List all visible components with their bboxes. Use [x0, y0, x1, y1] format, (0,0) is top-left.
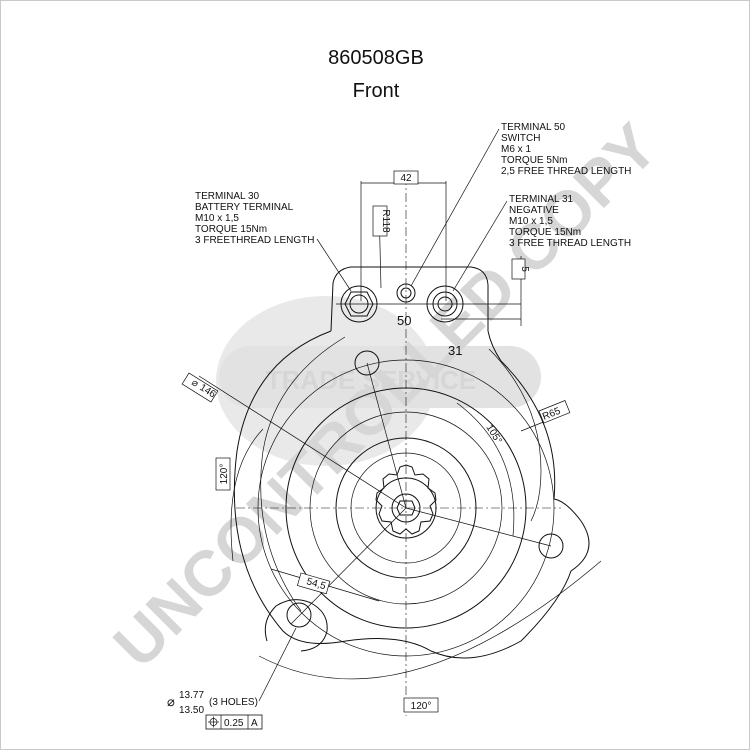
hole-min: 13.50: [179, 705, 204, 716]
t50-line-3: M6 x 1: [501, 144, 531, 155]
t50-line-5: 2,5 FREE THREAD LENGTH: [501, 166, 631, 177]
housing-inner-left: [260, 336, 346, 612]
centre-lines: [198, 176, 561, 716]
housing-inner-right: [488, 348, 542, 522]
dim-105-text: 105°: [483, 423, 503, 446]
dim-diameter-146: ⌀ 146: [181, 372, 219, 403]
t50-line-1: TERMINAL 50: [501, 122, 566, 133]
tolerance-datum: A: [251, 718, 258, 729]
view-name: Front: [353, 80, 400, 102]
dim-r65: R65: [520, 400, 571, 432]
t30-line-4: TORQUE 15Nm: [195, 224, 267, 235]
housing-outline: [233, 330, 590, 659]
hole-callout: ⌀ 13.77 13.50 (3 HOLES) 0.25 A: [167, 627, 297, 730]
dim-120-left: 120°: [215, 428, 264, 562]
watermark-band: [219, 346, 541, 408]
t31-line-2: NEGATIVE: [509, 205, 559, 216]
hole-count: (3 HOLES): [209, 697, 258, 708]
callout-terminal-31: TERMINAL 31 NEGATIVE M10 x 1,5 TORQUE 15…: [452, 194, 631, 292]
dim-54-5-text: 54,5: [305, 576, 327, 592]
starter-body: [233, 266, 590, 659]
dim-r118: R118: [372, 205, 391, 289]
callout-terminal-50: TERMINAL 50 SWITCH M6 x 1 TORQUE 5Nm 2,5…: [410, 122, 631, 287]
solenoid-outline: [330, 266, 489, 332]
t30-line-1: TERMINAL 30: [195, 191, 260, 202]
mounting-holes: [286, 350, 564, 628]
t31-line-3: M10 x 1,5: [509, 216, 553, 227]
t30-line-5: 3 FREETHREAD LENGTH: [195, 235, 314, 246]
dim-54-5: 54,5: [270, 568, 380, 602]
t30-line-2: BATTERY TERMINAL: [195, 202, 294, 213]
t50-line-4: TORQUE 5Nm: [501, 155, 568, 166]
t31-line-1: TERMINAL 31: [509, 194, 574, 205]
dim-146-text: 146: [197, 382, 217, 400]
t31-line-4: TORQUE 15Nm: [509, 227, 581, 238]
watermark-banner: TRADE SERVICE: [266, 365, 476, 395]
part-number: 860508GB: [328, 47, 424, 69]
mount-ear-bottom-left: [264, 599, 328, 652]
tolerance-value: 0.25: [224, 718, 244, 729]
dim-146-prefix: ⌀: [189, 377, 200, 390]
dim-105: 105°: [456, 402, 515, 537]
t50-line-2: SWITCH: [501, 133, 540, 144]
dim-42: 42: [360, 170, 447, 301]
watermark-stamp: UNCONTROLLED COPY: [100, 110, 671, 681]
hole-top-left: [354, 350, 380, 376]
hole-right: [538, 533, 564, 559]
mark-31: 31: [448, 343, 462, 358]
hole-max: 13.77: [179, 690, 204, 701]
dim-120-left-text: 120°: [219, 464, 230, 485]
dim-5: 5: [511, 256, 530, 326]
dim-120-bottom: 120°: [258, 560, 602, 713]
t30-line-3: M10 x 1,5: [195, 213, 239, 224]
dim-42-text: 42: [400, 173, 412, 184]
hole-bottom-left: [286, 602, 312, 628]
dim-5-text: 5: [519, 266, 530, 272]
watermark: TRADE SERVICE UNCONTROLLED COPY: [100, 110, 671, 681]
dim-120-bottom-text: 120°: [411, 701, 432, 712]
hole-diameter-symbol: ⌀: [167, 694, 175, 709]
t31-line-5: 3 FREE THREAD LENGTH: [509, 238, 631, 249]
mark-50: 50: [397, 313, 411, 328]
callout-terminal-30: TERMINAL 30 BATTERY TERMINAL M10 x 1,5 T…: [195, 191, 352, 292]
dim-r118-text: R118: [380, 209, 391, 233]
